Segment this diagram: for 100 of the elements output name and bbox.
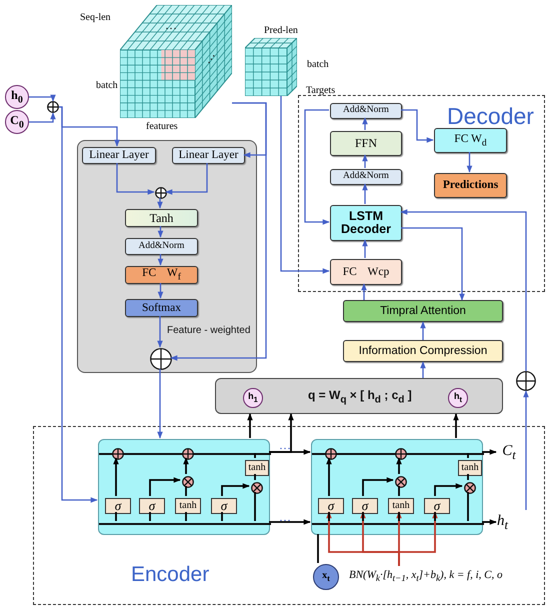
process-box: FC W$_{d}$ xyxy=(434,128,507,153)
arrow xyxy=(116,163,155,195)
bus-line xyxy=(99,523,271,525)
arrow xyxy=(149,477,181,496)
arrow xyxy=(158,283,164,299)
arrow xyxy=(482,449,497,455)
gate-box: σ xyxy=(105,498,131,514)
gate-formula: BN(W$_{k}$·[h$_{t−1}$, x$_{t}$]+b$_{k}$), k = f, i, C, o xyxy=(349,567,541,587)
state-circle: C$_{0}$ xyxy=(5,110,29,134)
process-box: Linear Layer xyxy=(82,147,156,164)
gate-box: σ xyxy=(139,498,165,514)
feature-weighting-panel xyxy=(77,140,257,373)
encoder-region xyxy=(33,426,545,605)
arrow xyxy=(170,102,267,361)
arrow xyxy=(466,152,472,173)
gate-box: σ xyxy=(352,498,378,514)
arrow xyxy=(304,109,330,225)
output-label: C$_{t}$ xyxy=(497,441,521,465)
lstm-cell xyxy=(98,439,270,535)
arrow xyxy=(29,112,56,123)
ellipsis-mark: … xyxy=(199,48,219,67)
ellipsis-mark: … xyxy=(279,438,291,453)
arrow xyxy=(158,226,164,238)
process-box: Add&Norm xyxy=(330,169,402,185)
sum-junction xyxy=(182,448,194,460)
sum-junction xyxy=(395,448,407,460)
arrow xyxy=(362,477,394,496)
state-circle: h$_{t}$ xyxy=(448,388,468,408)
sum-junction xyxy=(150,348,172,370)
arrow xyxy=(453,413,459,438)
query-box xyxy=(215,378,503,414)
sum-junction xyxy=(516,371,536,391)
sum-junction xyxy=(325,448,337,460)
arrow xyxy=(326,457,332,496)
arrow xyxy=(362,183,368,204)
process-box: FC Wcp xyxy=(330,259,402,285)
gate-box: σ xyxy=(211,498,237,514)
arrow xyxy=(400,209,527,371)
arrow xyxy=(401,227,465,301)
arrow xyxy=(434,483,463,496)
dimension-label: batch xyxy=(307,59,329,70)
panel-title: q = W$_{q}$ × [ h$_{d}$ ; c$_{d}$ ] xyxy=(308,389,412,406)
bus-line xyxy=(312,453,484,455)
product-junction xyxy=(251,482,263,494)
decoder-region xyxy=(298,95,545,292)
panel-title: Decoder xyxy=(447,104,534,128)
activation-box: tanh xyxy=(388,498,414,514)
sum-junction xyxy=(155,187,167,199)
arrow xyxy=(362,154,368,168)
product-junction xyxy=(464,482,476,494)
arrow xyxy=(523,390,529,510)
arrow xyxy=(113,457,119,496)
dimension-label: batch xyxy=(96,80,118,91)
arrow xyxy=(221,483,250,496)
activation-box: tanh xyxy=(245,460,269,476)
ellipsis-mark: … xyxy=(165,18,177,33)
input-circle: x$_{t}$ xyxy=(313,564,339,590)
tensor-cube-drawing xyxy=(245,38,297,96)
output-label: h$_{t}$ xyxy=(497,511,531,535)
process-box: Information Compression xyxy=(343,340,503,362)
lstm-cell xyxy=(311,439,483,535)
arrow xyxy=(58,106,98,503)
arrow xyxy=(157,198,163,209)
arrow xyxy=(165,163,208,195)
arrow xyxy=(482,519,497,525)
product-junction xyxy=(395,476,407,488)
process-box: Add&Norm xyxy=(330,103,402,119)
ellipsis-mark: … xyxy=(279,510,291,525)
arrow xyxy=(362,117,368,130)
state-circle: h$_{1}$ xyxy=(243,388,263,408)
process-box: Add&Norm xyxy=(125,238,198,255)
process-box: FFN xyxy=(330,131,402,156)
dimension-label: features xyxy=(146,121,178,132)
arrow xyxy=(29,94,56,102)
arrow xyxy=(362,239,368,258)
dimension-label: Targets xyxy=(306,85,336,96)
bus-line xyxy=(99,453,271,455)
state-circle: h$_{0}$ xyxy=(5,85,29,109)
dimension-label: Seq-len xyxy=(80,12,111,23)
arrow xyxy=(280,96,330,274)
arrow xyxy=(420,321,426,340)
arrow xyxy=(361,283,367,300)
gate-box: σ xyxy=(424,498,450,514)
arrow xyxy=(396,457,402,474)
process-box: FC W$_{f}$ xyxy=(125,266,198,284)
panel-title: Feature - weighted xyxy=(167,326,250,336)
process-box: Timpral Attention xyxy=(343,300,503,322)
arrow xyxy=(269,449,311,455)
tensor-cube-drawing xyxy=(120,5,232,118)
process-box: Linear Layer xyxy=(172,147,245,164)
arrow xyxy=(247,413,253,438)
bus-line xyxy=(312,523,484,525)
sum-junction xyxy=(47,101,59,113)
arrow xyxy=(183,457,189,474)
arrow xyxy=(158,254,164,266)
arrow xyxy=(269,519,311,525)
sum-junction xyxy=(112,448,124,460)
panel-title: Encoder xyxy=(131,564,210,586)
process-box: LSTM Decoder xyxy=(330,205,402,241)
activation-box: tanh xyxy=(175,498,201,514)
